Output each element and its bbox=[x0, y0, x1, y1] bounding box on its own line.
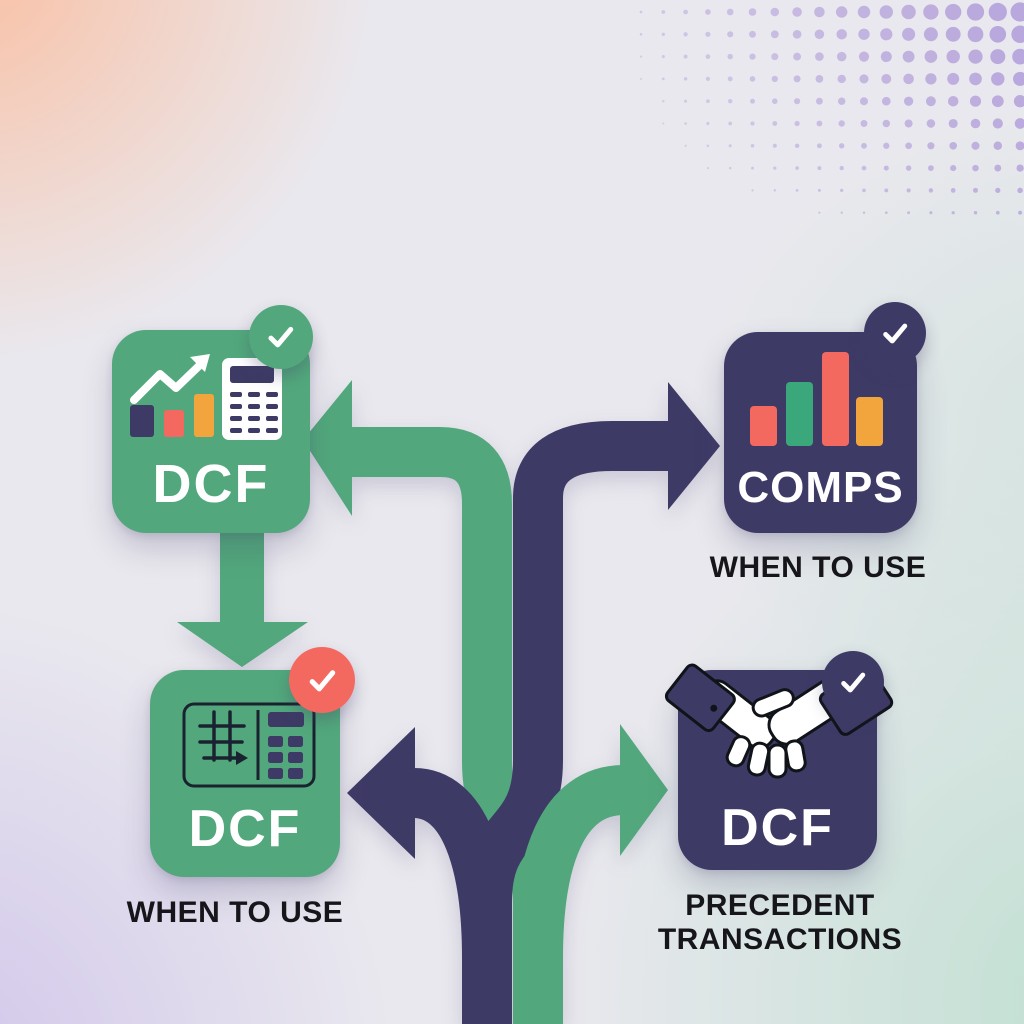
spreadsheet-arrow-calculator-icon bbox=[182, 702, 316, 788]
keypad-keys bbox=[268, 712, 304, 779]
grid-hash bbox=[198, 710, 246, 762]
trend-arrow-head bbox=[190, 354, 210, 372]
check-icon bbox=[882, 323, 908, 344]
check-badge-precedent bbox=[822, 651, 884, 713]
right-arrow-glyph-head bbox=[236, 751, 248, 765]
green-arrowhead-down bbox=[177, 622, 308, 667]
check-badge-dcf-top bbox=[249, 305, 313, 369]
check-icon bbox=[840, 672, 866, 693]
bar-4-orange bbox=[856, 397, 883, 446]
check-icon bbox=[309, 669, 335, 691]
spreadsheet-frame bbox=[182, 702, 316, 788]
green-ribbon-branch bbox=[513, 765, 626, 1024]
navy-ribbon-branch bbox=[411, 768, 512, 1024]
halftone-dots-pattern bbox=[639, 2, 1024, 215]
card-comps-label: COMPS bbox=[737, 463, 904, 512]
navy-arrowhead-left bbox=[347, 727, 415, 859]
caption-comps-when-to-use: WHEN TO USE bbox=[709, 551, 927, 584]
bar-2-green bbox=[786, 382, 813, 446]
handshake-left-cuff bbox=[664, 663, 736, 733]
mini-bar-navy bbox=[130, 405, 154, 437]
navy-ribbon-main bbox=[462, 421, 668, 1024]
mini-bar-coral bbox=[164, 410, 184, 437]
card-dcf-top-label: DCF bbox=[152, 454, 270, 514]
green-ribbon-main bbox=[352, 427, 563, 1024]
handshake-fingers bbox=[725, 735, 807, 779]
bar-1-coral bbox=[750, 406, 777, 446]
green-arrowhead-right bbox=[620, 724, 668, 856]
check-icon bbox=[268, 327, 294, 348]
calculator-keys bbox=[230, 392, 278, 433]
trend-arrow-line bbox=[130, 359, 206, 404]
check-badge-dcf-bottom bbox=[289, 647, 355, 713]
mini-bar-orange bbox=[194, 394, 214, 437]
card-dcf-bottom-label: DCF bbox=[188, 800, 302, 858]
check-badge-comps bbox=[864, 302, 926, 364]
navy-arrowhead-right bbox=[668, 382, 720, 510]
card-precedent-label: DCF bbox=[721, 799, 834, 857]
calculator-screen bbox=[230, 366, 274, 383]
bar-chart-icon bbox=[750, 352, 883, 446]
handshake-thumb bbox=[751, 688, 795, 718]
green-arrowhead-left bbox=[303, 380, 352, 516]
trend-bars-calculator-icon bbox=[130, 354, 282, 440]
caption-dcf-when-to-use: WHEN TO USE bbox=[126, 896, 344, 929]
bar-3-coral bbox=[822, 352, 849, 446]
caption-precedent-transactions: PRECEDENT TRANSACTIONS bbox=[657, 889, 903, 956]
